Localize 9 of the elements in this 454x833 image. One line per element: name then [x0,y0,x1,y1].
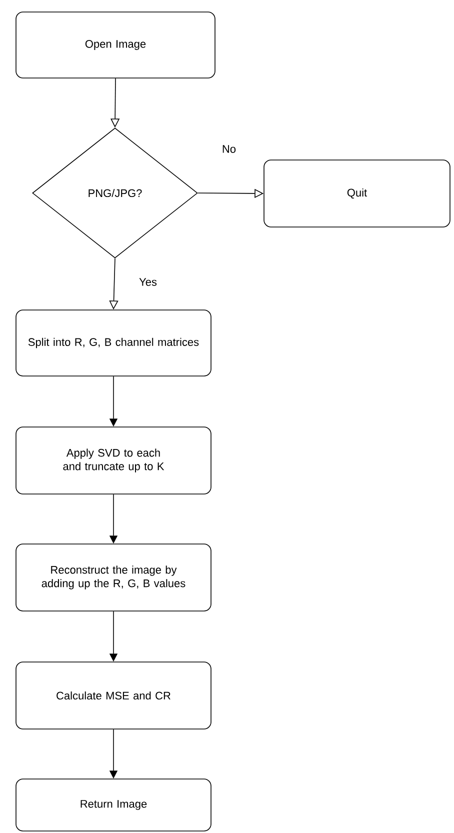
process-box: Apply SVD to each and truncate up to K [16,426,212,494]
process-box: Split into R, G, B channel matrices [16,310,212,376]
process-box: Open Image [16,12,216,78]
process-box: Calculate MSE and CR [16,662,212,730]
edge-label: No [220,144,238,154]
edge-label: Yes [138,277,158,287]
process-box: Reconstruct the image by adding up the R, G, B values [16,544,212,612]
process-box: Return Image [16,778,212,832]
process-box: Quit [264,160,450,228]
